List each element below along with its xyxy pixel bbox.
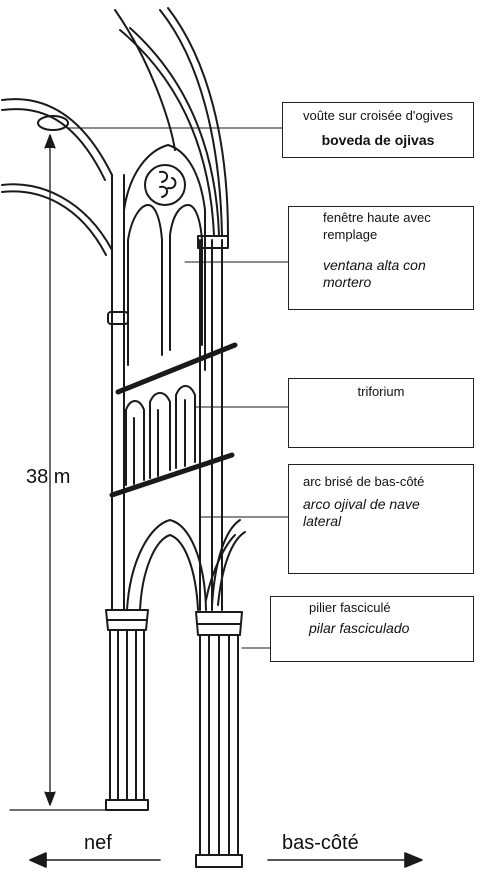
direction-nave: nef [84,832,112,854]
label-pillar-fr: pilier fasciculé [309,600,391,615]
height-dimension [9,134,107,811]
string-courses [109,342,238,498]
vault-ribs [1,98,113,256]
clerestory-window [107,144,206,371]
direction-aisle: bas-côté [282,832,359,854]
label-window: fenêtre haute avec remplage ventana alta… [288,206,474,310]
aisle-arch [126,519,246,611]
label-triforium: triforium [288,378,474,448]
keystone [37,115,69,131]
triforium-arcade [125,385,196,486]
label-pillar-es: pilar fasciculado [309,620,410,636]
label-arch-es: arco ojival de nave lateral [303,496,420,529]
label-arch-fr: arc brisé de bas-côté [303,474,425,489]
label-arch: arc brisé de bas-côté arco ojival de nav… [288,464,474,574]
label-vault: voûte sur croisée d'ogives boveda de oji… [282,102,474,158]
right-column [195,611,243,868]
label-pillar: pilier fasciculé pilar fasciculado [270,596,474,662]
height-label: 38 m [26,466,71,488]
leader-lines [67,127,291,649]
direction-arrows [29,852,423,868]
rising-ribs [114,7,229,236]
label-triforium-fr: triforium [357,384,405,399]
label-vault-fr: voûte sur croisée d'ogives [303,108,453,123]
label-window-es: ventana alta con mortero [323,257,426,290]
label-vault-es: boveda de ojivas [321,132,435,148]
label-window-fr: fenêtre haute avec remplage [323,210,431,242]
left-column [105,609,149,811]
